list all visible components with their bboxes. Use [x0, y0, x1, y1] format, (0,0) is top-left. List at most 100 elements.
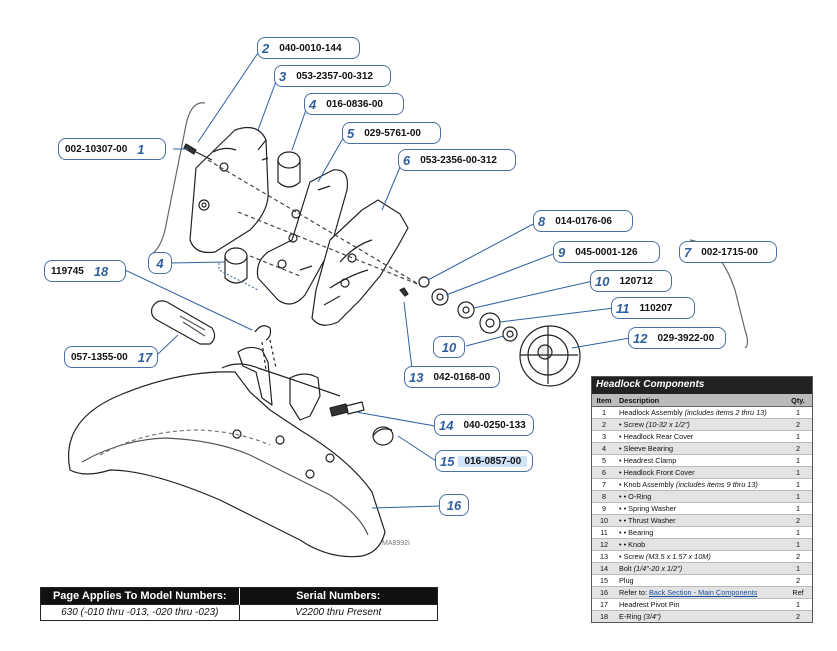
- item-cell: 2: [592, 418, 616, 431]
- item-cell: 10: [592, 514, 616, 527]
- description-text: • • Spring Washer: [619, 504, 677, 513]
- description-cell: Headlock Assembly (includes items 2 thru…: [616, 406, 784, 419]
- callout-15: 15 016-0857-00: [435, 450, 533, 472]
- description-cell: • • Spring Washer: [616, 502, 784, 515]
- callout-12: 12 029-3922-00: [628, 327, 726, 349]
- table-row: 7• Knob Assembly (includes items 9 thru …: [592, 478, 812, 491]
- back-section-link[interactable]: Back Section - Main Components: [649, 588, 758, 597]
- description-text: • Headlock Rear Cover: [619, 432, 694, 441]
- description-cell: Headrest Pivot Pin: [616, 598, 784, 611]
- description-text: Bolt: [619, 564, 632, 573]
- description-text: • Headrest Clamp: [619, 456, 677, 465]
- qty-cell: 1: [784, 562, 812, 575]
- description-cell: • Headrest Clamp: [616, 454, 784, 467]
- callout-part-number: 045-0001-126: [575, 246, 638, 258]
- description-note: (M3.5 x 1.57 x 10M): [645, 552, 711, 561]
- item-cell: 6: [592, 466, 616, 479]
- callout-part-number: 029-3922-00: [657, 332, 715, 344]
- description-note: (includes items 9 thru 13): [675, 480, 758, 489]
- callout-5: 5 029-5761-00: [342, 122, 441, 144]
- table-row: 3• Headlock Rear Cover 1: [592, 430, 812, 443]
- description-cell: • • Thrust Washer: [616, 514, 784, 527]
- callout-8: 8 014-0176-06: [533, 210, 633, 232]
- qty-cell: 1: [784, 526, 812, 539]
- description-text: Plug: [619, 576, 634, 585]
- headrest-clamp-part: [256, 169, 349, 305]
- qty-cell: 1: [784, 538, 812, 551]
- callout-number: 5: [347, 125, 355, 141]
- callout-number: 8: [538, 213, 546, 229]
- rear-cover-part: [189, 127, 269, 254]
- callout-14: 14 040-0250-133: [434, 414, 534, 436]
- callout-number: 10: [595, 273, 610, 289]
- callout-part-number: 014-0176-06: [555, 215, 612, 227]
- description-text: • • Knob: [619, 540, 646, 549]
- qty-cell: 2: [784, 418, 812, 431]
- callout-part-number: 053-2357-00-312: [296, 70, 373, 82]
- callout-10-lower: 10: [433, 336, 465, 358]
- qty-cell: 1: [784, 478, 812, 491]
- callout-16: 16: [439, 494, 469, 516]
- table-row: 2• Screw (10-32 x 1/2")2: [592, 418, 812, 431]
- callout-part-number: 029-5761-00: [364, 127, 421, 139]
- qty-cell: 1: [784, 598, 812, 611]
- callout-4: 4 016-0836-00: [304, 93, 404, 115]
- description-cell: • Screw (10-32 x 1/2"): [616, 418, 784, 431]
- callout-number: 7: [684, 244, 692, 260]
- header-qty: Qty.: [784, 394, 812, 407]
- qty-cell: 1: [784, 502, 812, 515]
- description-cell: • • O-Ring: [616, 490, 784, 503]
- description-text: • Screw: [619, 420, 644, 429]
- callout-number: 16: [446, 497, 462, 513]
- item-cell: 8: [592, 490, 616, 503]
- description-cell: • • Bearing: [616, 526, 784, 539]
- model-numbers-table: Page Applies To Model Numbers: Serial Nu…: [40, 587, 438, 621]
- description-text: Headrest Pivot Pin: [619, 600, 680, 609]
- callout-number: 12: [633, 330, 648, 346]
- callout-number: 10: [441, 339, 457, 355]
- table-row: 13• Screw (M3.5 x 1.57 x 10M)2: [592, 550, 812, 563]
- callout-7: 7 002-1715-00: [679, 241, 777, 263]
- description-cell: • Knob Assembly (includes items 9 thru 1…: [616, 478, 784, 491]
- components-table: Headlock Components Item Description Qty…: [591, 376, 813, 623]
- description-cell: • Headlock Front Cover: [616, 466, 784, 479]
- qty-cell: 1: [784, 430, 812, 443]
- callout-number: 14: [439, 417, 454, 433]
- item-cell: 1: [592, 406, 616, 419]
- callout-17: 17 057-1355-00: [64, 346, 158, 368]
- callout-18: 18 119745: [44, 260, 126, 282]
- description-text: • • Thrust Washer: [619, 516, 676, 525]
- description-text: • Screw: [619, 552, 644, 561]
- model-numbers-header: Page Applies To Model Numbers:: [41, 588, 239, 605]
- callout-part-number: 040-0250-133: [463, 419, 526, 431]
- description-text: • • Bearing: [619, 528, 654, 537]
- callout-3: 3 053-2357-00-312: [274, 65, 391, 87]
- callout-part-number: 120712: [619, 275, 653, 287]
- callout-part-number: 040-0010-144: [279, 42, 342, 54]
- callout-part-number: 053-2356-00-312: [420, 154, 497, 166]
- description-cell: Plug: [616, 574, 784, 587]
- callout-number: 17: [137, 349, 153, 365]
- callout-number: 3: [279, 68, 287, 84]
- callout-number: 4: [309, 96, 317, 112]
- item-cell: 14: [592, 562, 616, 575]
- callout-number: 2: [262, 40, 270, 56]
- header-description: Description: [616, 394, 784, 407]
- drawing-id: MA8992i: [382, 540, 410, 547]
- item-cell: 5: [592, 454, 616, 467]
- callout-number: 13: [409, 369, 424, 385]
- callout-10: 10 120712: [590, 270, 672, 292]
- qty-cell: 2: [784, 574, 812, 587]
- item-cell: 3: [592, 430, 616, 443]
- description-note: (3/4"): [643, 612, 661, 621]
